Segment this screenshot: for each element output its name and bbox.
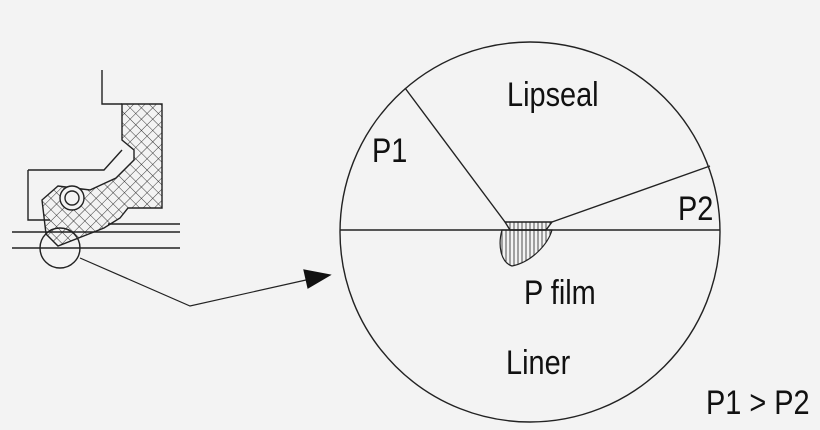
detail-circle — [39, 227, 81, 269]
garter-spring-outer — [59, 185, 85, 211]
housing-lower-outline — [27, 170, 50, 221]
lip-edge-right — [551, 165, 711, 223]
magnified-view — [339, 41, 721, 423]
housing-outline — [101, 70, 122, 105]
p1-label: P1 — [372, 132, 408, 170]
film-pressure-profile — [499, 229, 553, 267]
seal-assembly-small — [12, 70, 180, 269]
lipseal-label: Lipseal — [507, 76, 599, 114]
p-film-label: P film — [524, 274, 596, 312]
magnified-circle — [339, 41, 721, 423]
leader-arrow — [79, 257, 332, 307]
p2-label: P2 — [678, 190, 714, 228]
housing-step — [28, 149, 123, 171]
lip-edge-left — [404, 87, 506, 223]
liner-label: Liner — [506, 344, 571, 382]
pressure-condition-label: P1 > P2 — [706, 384, 810, 422]
garter-spring-inner — [64, 190, 80, 206]
lip-contact — [503, 221, 554, 231]
